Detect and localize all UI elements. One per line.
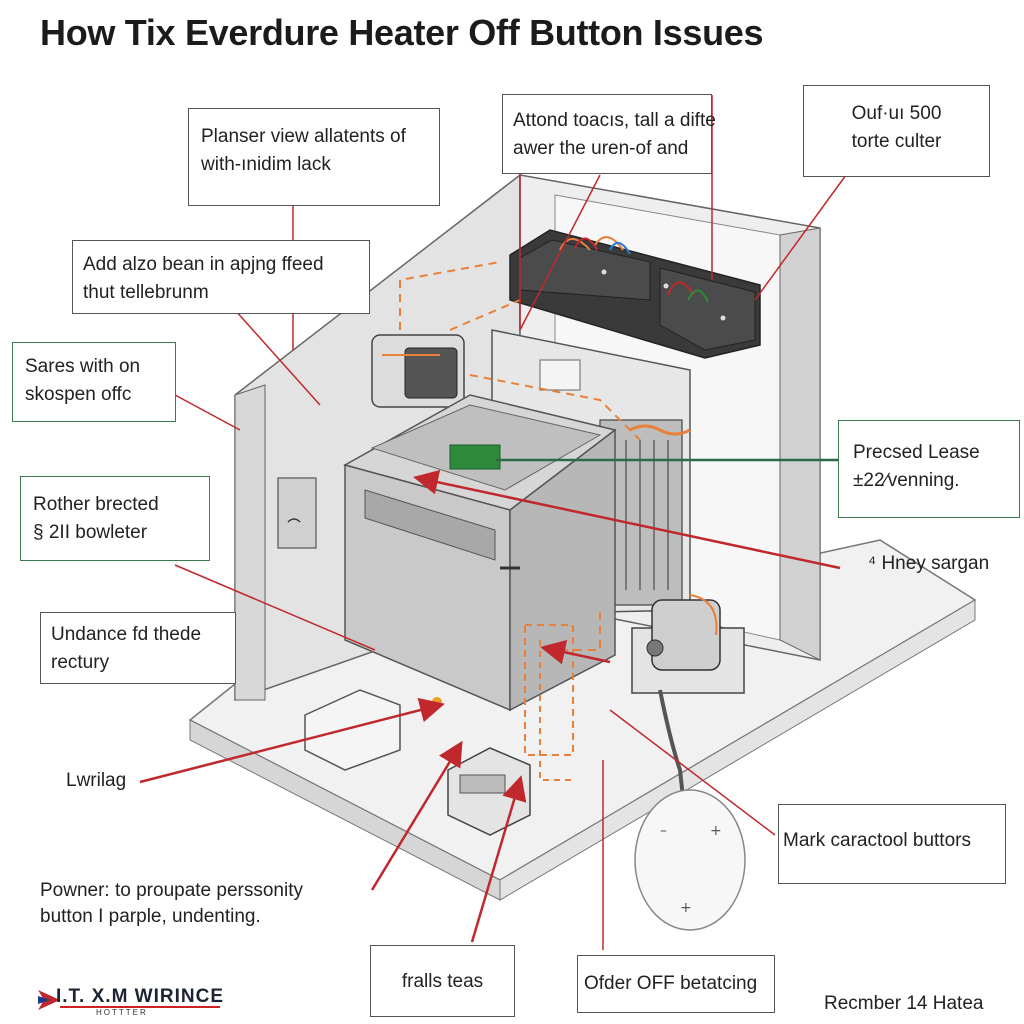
label-hney-sargan: ⁴ Hney sargan (868, 553, 990, 574)
callout-planser-view: Planser view allatents of with-ınidim la… (188, 108, 440, 206)
callout-ofder-off: Ofder OFF betatcing (577, 955, 775, 1013)
callout-add-also: Add alzo bean in apjng ffeed thut telleb… (72, 240, 370, 314)
callout-attond-toacis: Attond toacıs, tall a difte awer the ure… (502, 94, 716, 174)
callout-output-500: Ouf·uı 500 torte culter (803, 85, 990, 177)
logo-arrow-icon (38, 990, 60, 1010)
floor-bracket (304, 689, 401, 771)
callout-sares-with: Sares with on skospen offc (12, 342, 176, 422)
lever-disc (634, 789, 746, 931)
callout-rother-brected: Rother brected § 2II bowleter (20, 476, 210, 561)
brand-logo: I.T. X.M WIRINCE HOTTTER (38, 986, 228, 1018)
logo-underline (60, 1006, 220, 1008)
svg-text:+: + (710, 823, 722, 839)
wall-slot (277, 477, 317, 549)
callout-fralls-teas: fralls teas (370, 945, 515, 1017)
svg-text:–: – (660, 823, 667, 839)
label-powner-line1: Powner: to proupate perssonity (40, 880, 303, 901)
callout-mark-caractool: Mark caractool buttors (778, 804, 1006, 884)
logo-name: I.T. X.M WIRINCE (56, 986, 224, 1007)
label-powner-line2: button I parple, undenting. (40, 906, 261, 927)
cabinet-right-edge (779, 227, 821, 661)
heater-side (509, 428, 616, 712)
callout-undance: Undance fd thede rectury (40, 612, 236, 684)
svg-text:+: + (680, 900, 692, 916)
label-lwrilag: Lwrilag (66, 770, 127, 791)
label-reminder: Recmber 14 Hatea (824, 993, 984, 1014)
callout-precsed-lease: Precsed Lease ±22∕venning. (838, 420, 1020, 518)
logo-sub: HOTTTER (96, 1008, 148, 1017)
page-title: How Tix Everdure Heater Off Button Issue… (40, 12, 764, 53)
lever-rod (658, 689, 694, 881)
